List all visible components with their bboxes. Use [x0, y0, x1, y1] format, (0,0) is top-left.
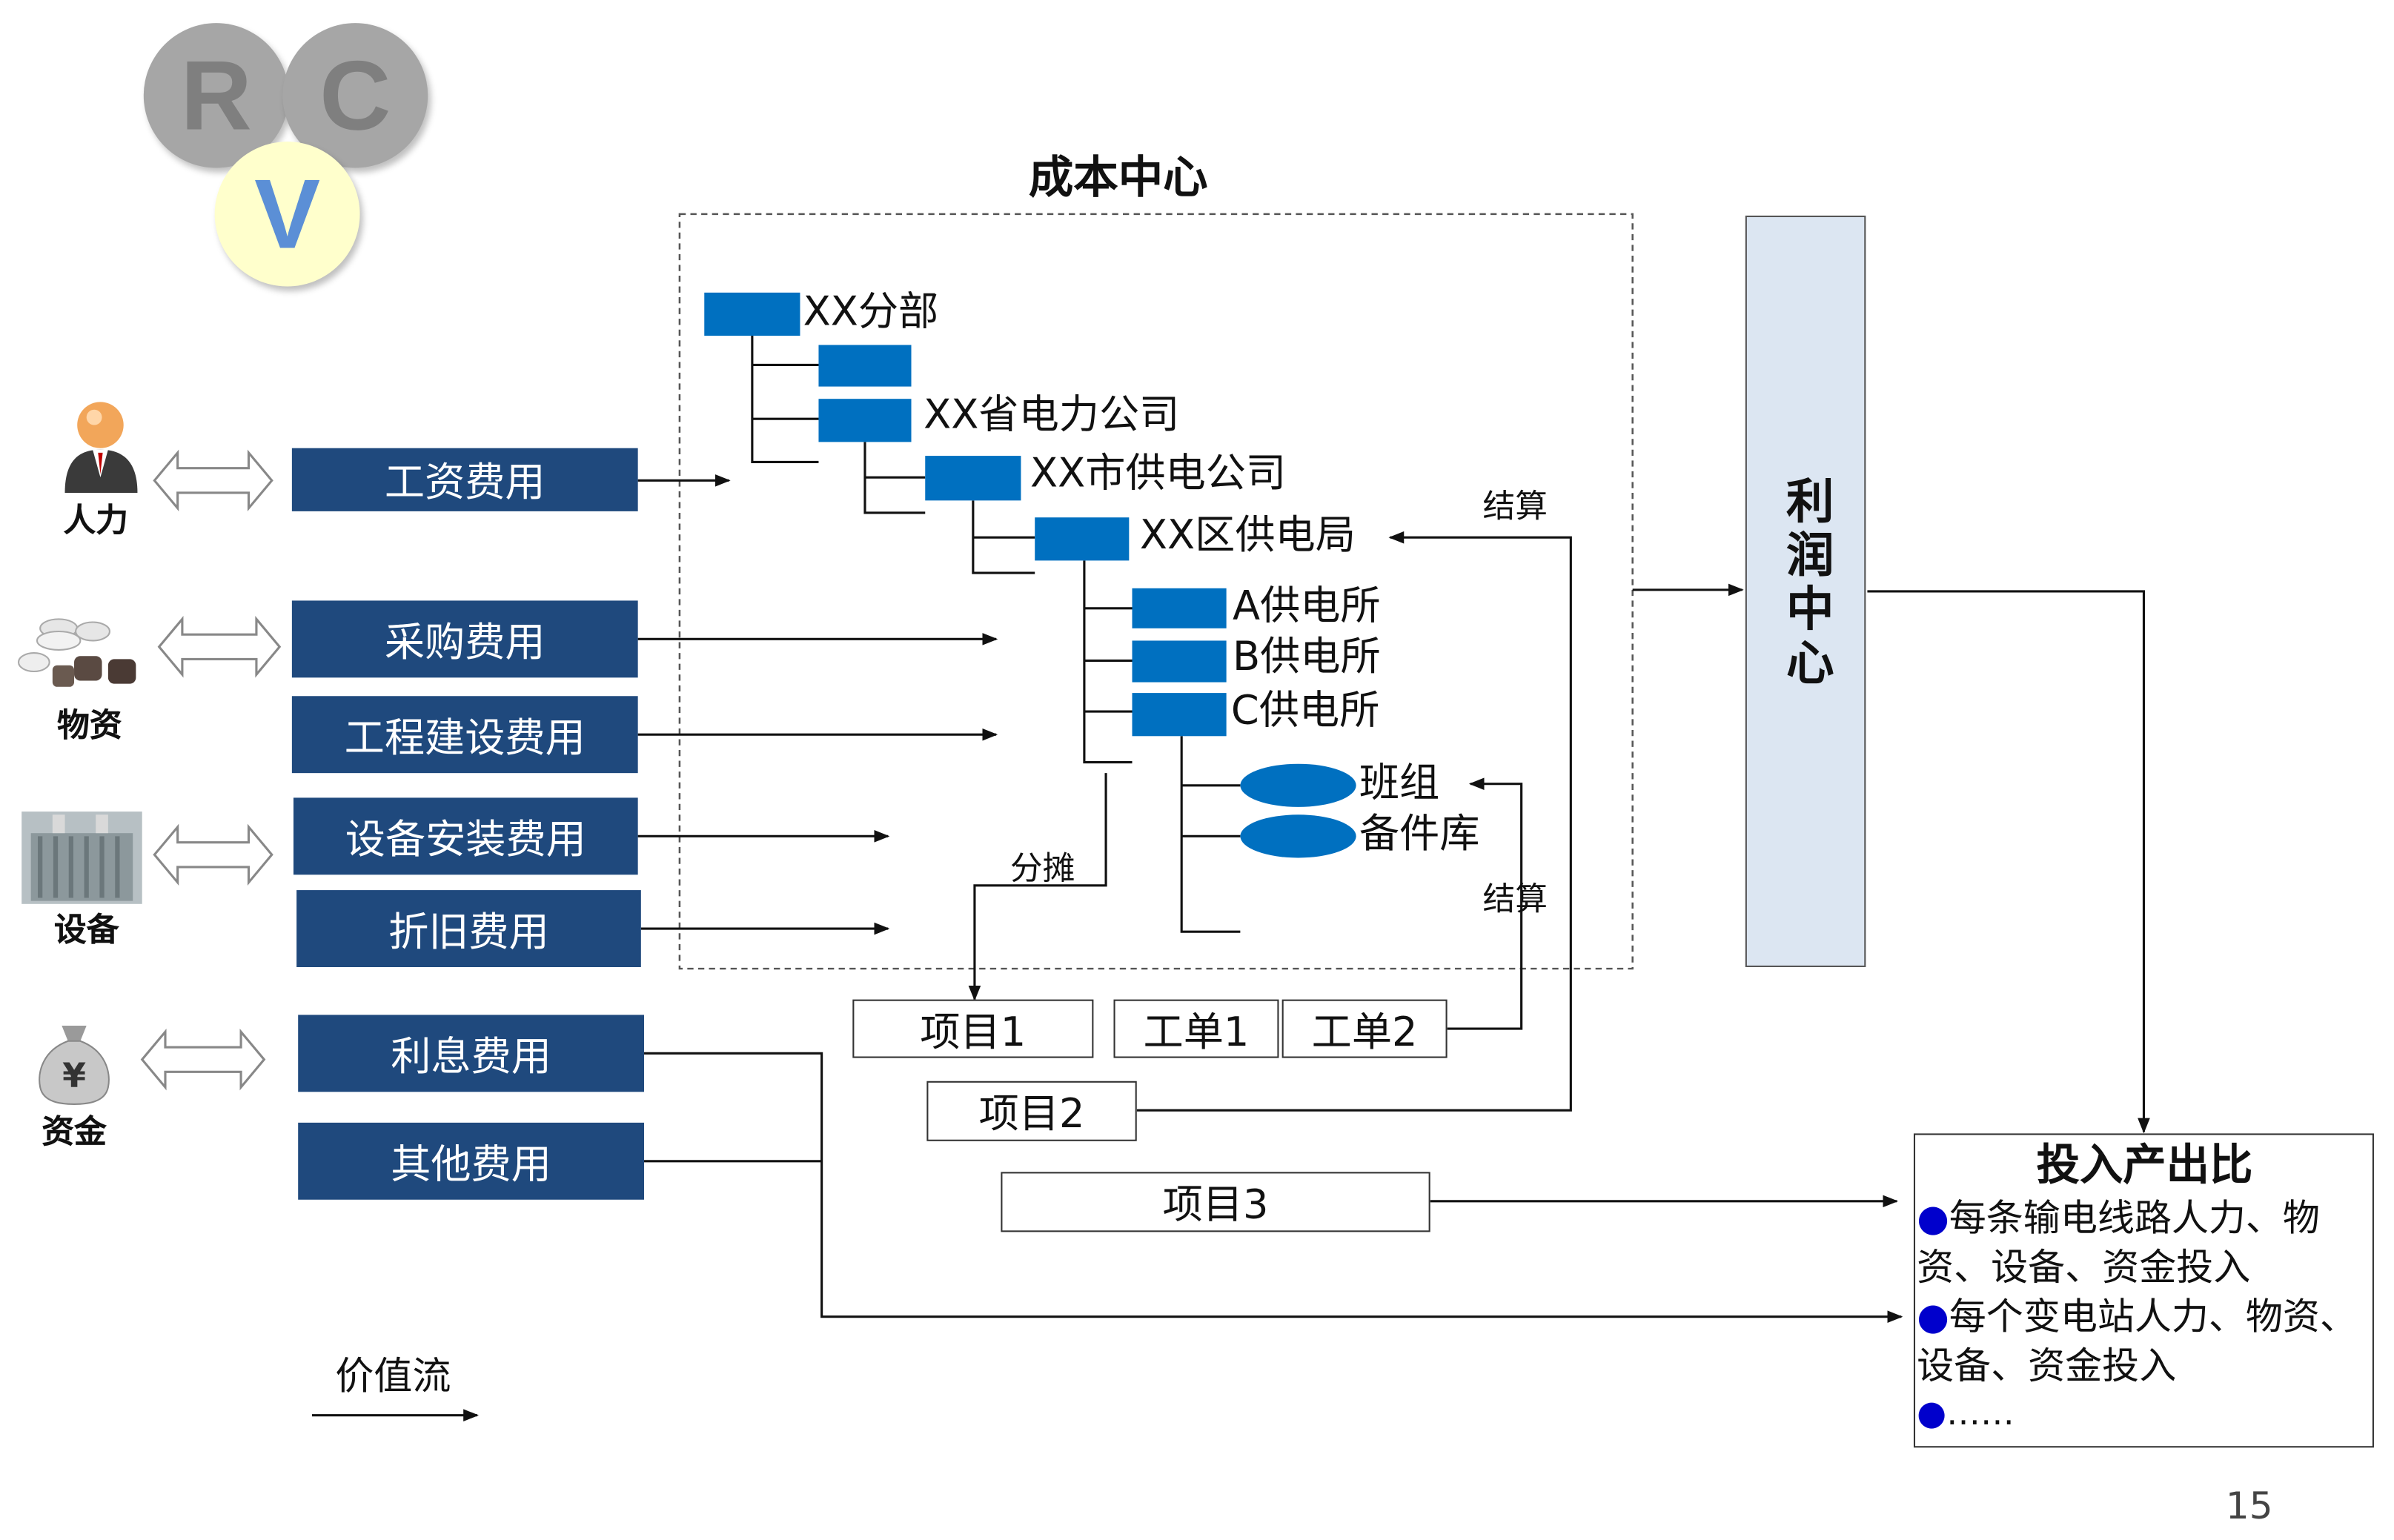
edge-label-settle-bottom: 结算 — [1482, 880, 1548, 918]
org-label-province: XX省电力公司 — [924, 392, 1180, 439]
logo-circle-v: V — [214, 142, 360, 287]
cost-box-depreciation: 折旧费用 — [296, 890, 641, 967]
org-node-station-b — [1132, 640, 1227, 683]
double-arrow-labor — [153, 449, 273, 512]
resource-label-labor: 人力 — [63, 502, 128, 540]
work-order-box-1: 工单1 — [1113, 999, 1279, 1058]
person-icon — [59, 397, 144, 496]
org-node-team — [1240, 763, 1356, 807]
double-arrow-funds — [140, 1028, 266, 1091]
diagram-title: 成本中心 — [1028, 150, 1208, 204]
cost-box-procurement: 采购费用 — [291, 600, 638, 678]
cost-box-installation: 设备安装费用 — [293, 797, 638, 875]
cost-box-interest: 利息费用 — [298, 1015, 644, 1092]
roi-box: 投入产出比 ●每条输电线路人力、物资、设备、资金投入 ●每个变电站人力、物资、设… — [1913, 1133, 2374, 1448]
org-node-province — [818, 399, 912, 442]
org-label-city: XX市供电公司 — [1029, 451, 1287, 498]
project-box-2: 项目2 — [926, 1081, 1137, 1141]
double-arrow-materials — [157, 616, 282, 678]
resource-label-equipment: 设备 — [53, 912, 119, 949]
edge-label-settle-top: 结算 — [1482, 488, 1548, 525]
roi-title: 投入产出比 — [2036, 1139, 2253, 1191]
org-node-city — [925, 456, 1021, 501]
cost-box-construction: 工程建设费用 — [291, 696, 638, 774]
org-label-branch: XX分部 — [803, 289, 939, 336]
org-label-district: XX区供电局 — [1139, 512, 1356, 560]
roi-item-1: ●每条输电线路人力、物资、设备、资金投入 — [1917, 1196, 2320, 1290]
svg-text:¥: ¥ — [62, 1056, 86, 1095]
org-node-unlabeled — [818, 345, 912, 387]
legend-label: 价值流 — [335, 1353, 451, 1398]
profit-center-box: 利润中心 — [1745, 215, 1866, 967]
edge-label-allocate: 分摊 — [1009, 850, 1075, 887]
project-box-3: 项目3 — [1001, 1172, 1430, 1232]
org-node-station-a — [1132, 588, 1227, 628]
org-node-spares — [1240, 814, 1356, 858]
org-node-station-c — [1132, 693, 1227, 737]
org-label-spares: 备件库 — [1359, 812, 1480, 858]
bullet-icon: ● — [1917, 1295, 1949, 1338]
cost-box-other: 其他费用 — [298, 1122, 644, 1200]
transformer-icon — [21, 812, 142, 904]
org-node-branch — [704, 292, 800, 336]
cost-box-wages: 工资费用 — [291, 448, 638, 511]
roi-item-2: ●每个变电站人力、物资、设备、资金投入 — [1917, 1295, 2357, 1388]
money-bag-icon: ¥ — [34, 1020, 114, 1106]
roi-item-3: ●…… — [1917, 1395, 2015, 1434]
project-box-1: 项目1 — [852, 999, 1094, 1058]
org-label-station-b: B供电所 — [1232, 634, 1381, 681]
materials-icon — [13, 613, 155, 693]
org-label-station-c: C供电所 — [1230, 688, 1380, 735]
cost-center-boundary — [678, 213, 1634, 970]
org-label-team: 班组 — [1359, 760, 1440, 807]
org-label-station-a: A供电所 — [1232, 583, 1381, 630]
org-node-district — [1035, 517, 1130, 561]
bullet-icon: ● — [1917, 1395, 1947, 1434]
work-order-box-2: 工单2 — [1281, 999, 1448, 1058]
resource-label-materials: 物资 — [57, 706, 122, 744]
bullet-icon: ● — [1917, 1196, 1949, 1240]
double-arrow-equipment — [153, 823, 273, 886]
profit-center-label: 利润中心 — [1777, 476, 1833, 692]
resource-label-funds: 资金 — [42, 1113, 107, 1151]
logo-circle-r: R — [143, 23, 289, 168]
page-number: 15 — [2225, 1484, 2273, 1528]
